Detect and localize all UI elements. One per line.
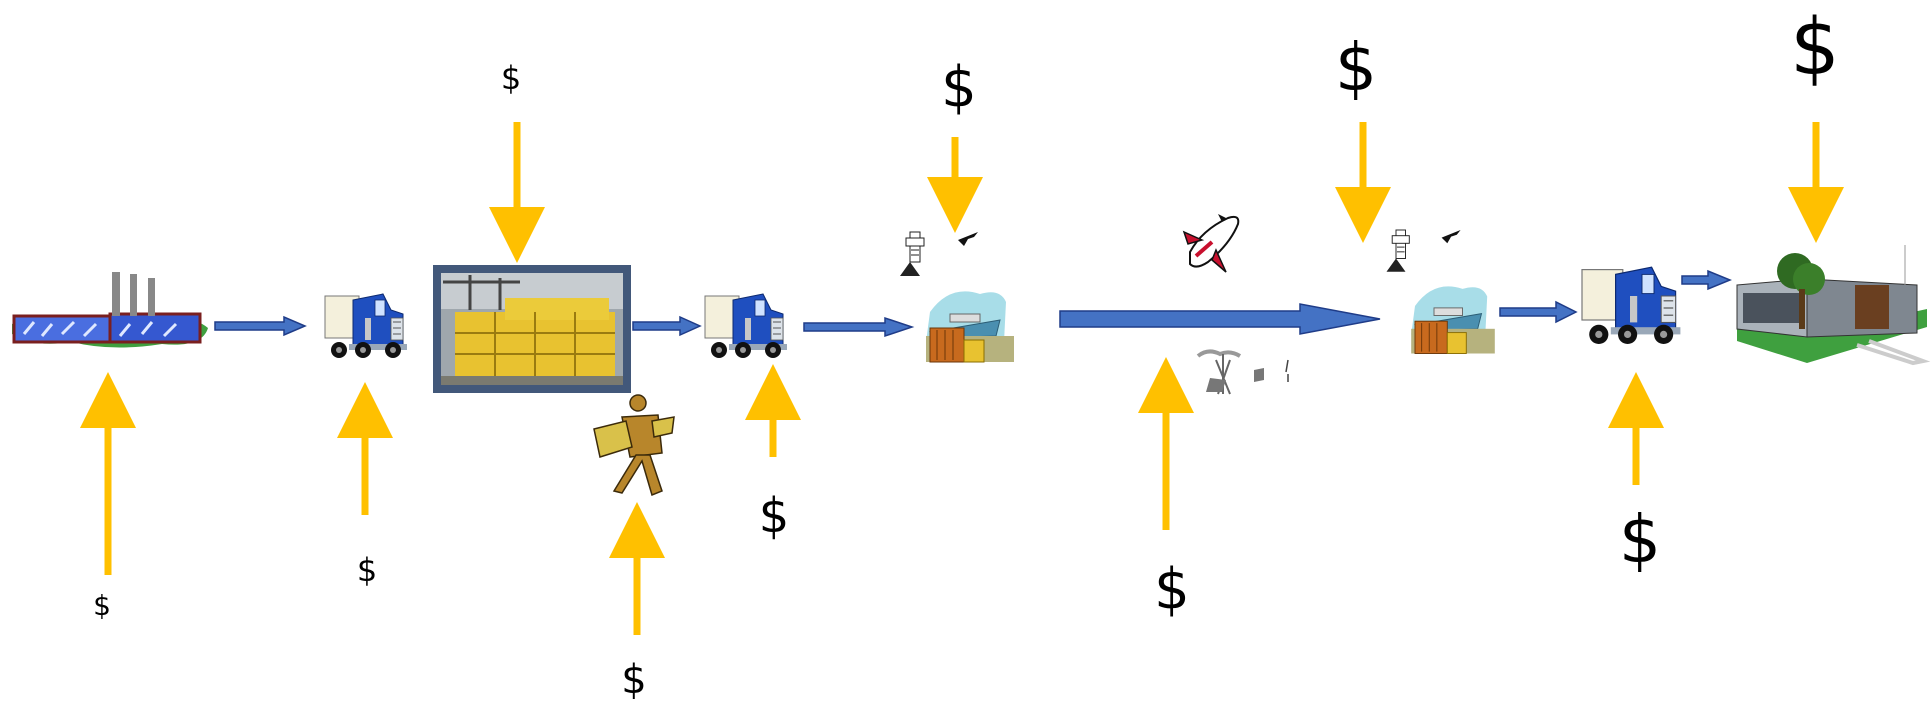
cost-label: $ [941, 55, 977, 120]
cost-label: $ [758, 488, 790, 544]
flow-arrow [1059, 303, 1381, 335]
flow-arrow [214, 315, 307, 337]
truck-icon [324, 293, 408, 359]
flow-arrow [1681, 269, 1732, 291]
shipping-containers-photo [433, 265, 631, 393]
cost-label: $ [93, 589, 111, 622]
cost-label: $ [1790, 3, 1840, 93]
truck-icon [704, 293, 788, 359]
cost-label: $ [621, 657, 647, 703]
cost-label: $ [500, 59, 522, 97]
cost-label: $ [1335, 29, 1377, 106]
port-tower-ship-icon [1386, 229, 1496, 354]
train-icon [1196, 349, 1289, 395]
flow-arrows [214, 269, 1732, 338]
worker-carrying-box-icon [593, 394, 675, 497]
flow-arrow [803, 316, 915, 338]
truck-icon [1581, 266, 1682, 345]
factory-icon [12, 272, 208, 348]
cost-label: $ [1619, 501, 1661, 578]
cost-arrows [80, 122, 1844, 635]
port-tower-ship-icon [899, 231, 1015, 363]
flow-arrow [632, 315, 702, 337]
cost-label: $ [1154, 557, 1190, 622]
airplane-icon [1182, 214, 1240, 273]
flow-arrow [1499, 300, 1578, 324]
cost-label: $ [356, 551, 378, 589]
building-icon [1736, 245, 1931, 366]
